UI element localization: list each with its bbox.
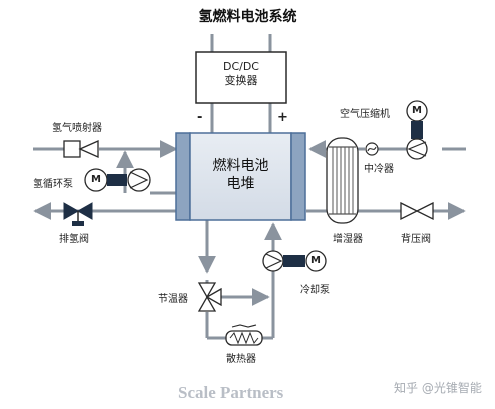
stack-minus-label: - [197,110,203,125]
hydrogen-purge-valve-icon [63,202,93,226]
hydrogen-injector-icon [63,139,99,159]
recirculation-pump-motor-label: M [91,174,101,185]
diagram-title: 氢燃料电池系统 [198,9,297,25]
stack-end-plate-right [290,132,306,221]
hydrogen-recirculation-pump-label: 氢循环泵 [33,179,73,190]
radiator-label: 散热器 [226,354,256,365]
stack-plus-label: + [277,110,288,125]
coolant-pump-icon [262,250,327,272]
brand-footer: Scale Partners [178,383,284,402]
air-compressor-label: 空气压缩机 [340,109,390,120]
hydrogen-recirculation-pump-icon [84,168,151,192]
coolant-pump-label: 冷却泵 [300,285,330,296]
stack-label: 燃料电池 电堆 [212,158,269,192]
humidifier-icon [326,137,359,224]
intercooler-label: 中冷器 [364,164,394,175]
back-pressure-valve-icon [400,201,434,221]
dcdc-converter-box [195,51,287,104]
thermostat-label: 节温器 [158,294,188,305]
coolant-pump-motor-label: M [311,255,321,266]
humidifier-label: 增湿器 [333,234,363,245]
air-compressor-icon [406,100,428,160]
intercooler-icon [365,142,379,156]
thermostat-icon [197,282,222,312]
air-compressor-motor-label: M [412,105,422,116]
watermark: 知乎 @光锥智能 [394,381,482,395]
back-pressure-valve-label: 背压阀 [401,234,431,245]
dcdc-label: DC/DC 变换器 [222,60,259,87]
radiator-icon [225,324,263,346]
stack-end-plate-left [175,132,191,221]
hydrogen-injector-label: 氢气喷射器 [52,123,102,134]
fuel-cell-stack [189,132,292,221]
hydrogen-purge-valve-label: 排氢阀 [59,234,89,245]
